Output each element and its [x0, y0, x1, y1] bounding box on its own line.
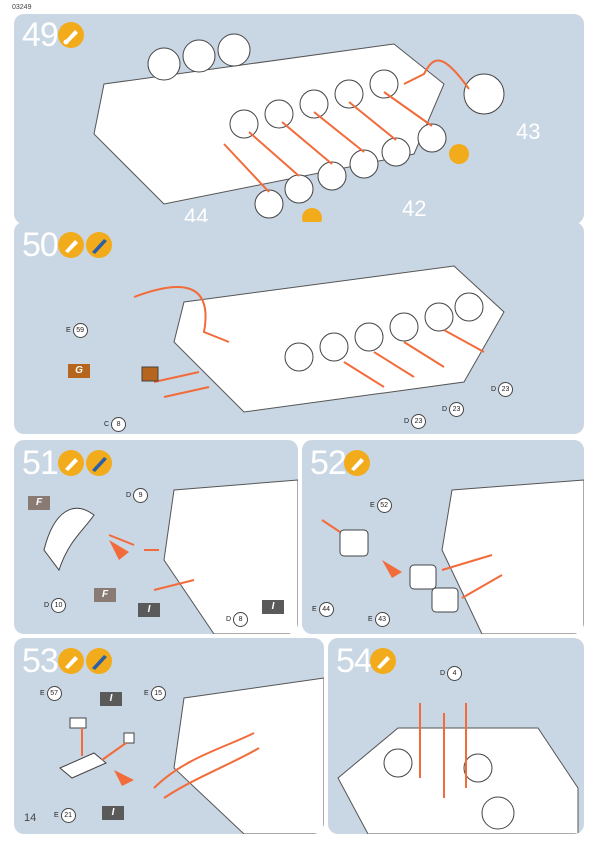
step-number: 51 — [22, 444, 59, 482]
flag-i: I — [102, 806, 124, 820]
paint-brush-icon — [86, 232, 112, 258]
page-number: 14 — [24, 812, 37, 824]
glue-icon — [58, 450, 84, 476]
step-51-illustration — [43, 479, 298, 634]
flag-g: G — [68, 364, 90, 378]
flag-i: I — [262, 600, 284, 614]
step-number: 53 — [22, 642, 59, 680]
part-42-label: 42 — [402, 196, 427, 221]
step-number: 50 — [22, 226, 59, 264]
glue-icon — [58, 232, 84, 258]
glue-icon — [58, 648, 84, 674]
glue-icon — [370, 648, 396, 674]
step-number: 49 — [22, 16, 59, 54]
step-52-illustration — [321, 479, 584, 634]
part-43-label: 43 — [516, 119, 541, 144]
step-54-illustration — [337, 703, 579, 834]
flag-i: I — [138, 603, 160, 617]
paint-brush-icon — [86, 450, 112, 476]
paint-brush-icon — [86, 648, 112, 674]
step-number: 54 — [336, 642, 373, 680]
step-49-illustration — [93, 33, 505, 224]
product-code: 03249 — [12, 4, 32, 11]
step-number: 52 — [310, 444, 347, 482]
glue-icon — [344, 450, 370, 476]
glue-icon — [58, 22, 84, 48]
flag-f: F — [28, 496, 50, 510]
flag-i: I — [100, 692, 122, 706]
part-44-label: 44 — [184, 204, 209, 224]
step-50-illustration — [133, 265, 505, 413]
step-49-panel: 49 44 42 43 — [14, 14, 584, 224]
step-53-illustration — [59, 677, 324, 834]
flag-f: F — [94, 588, 116, 602]
